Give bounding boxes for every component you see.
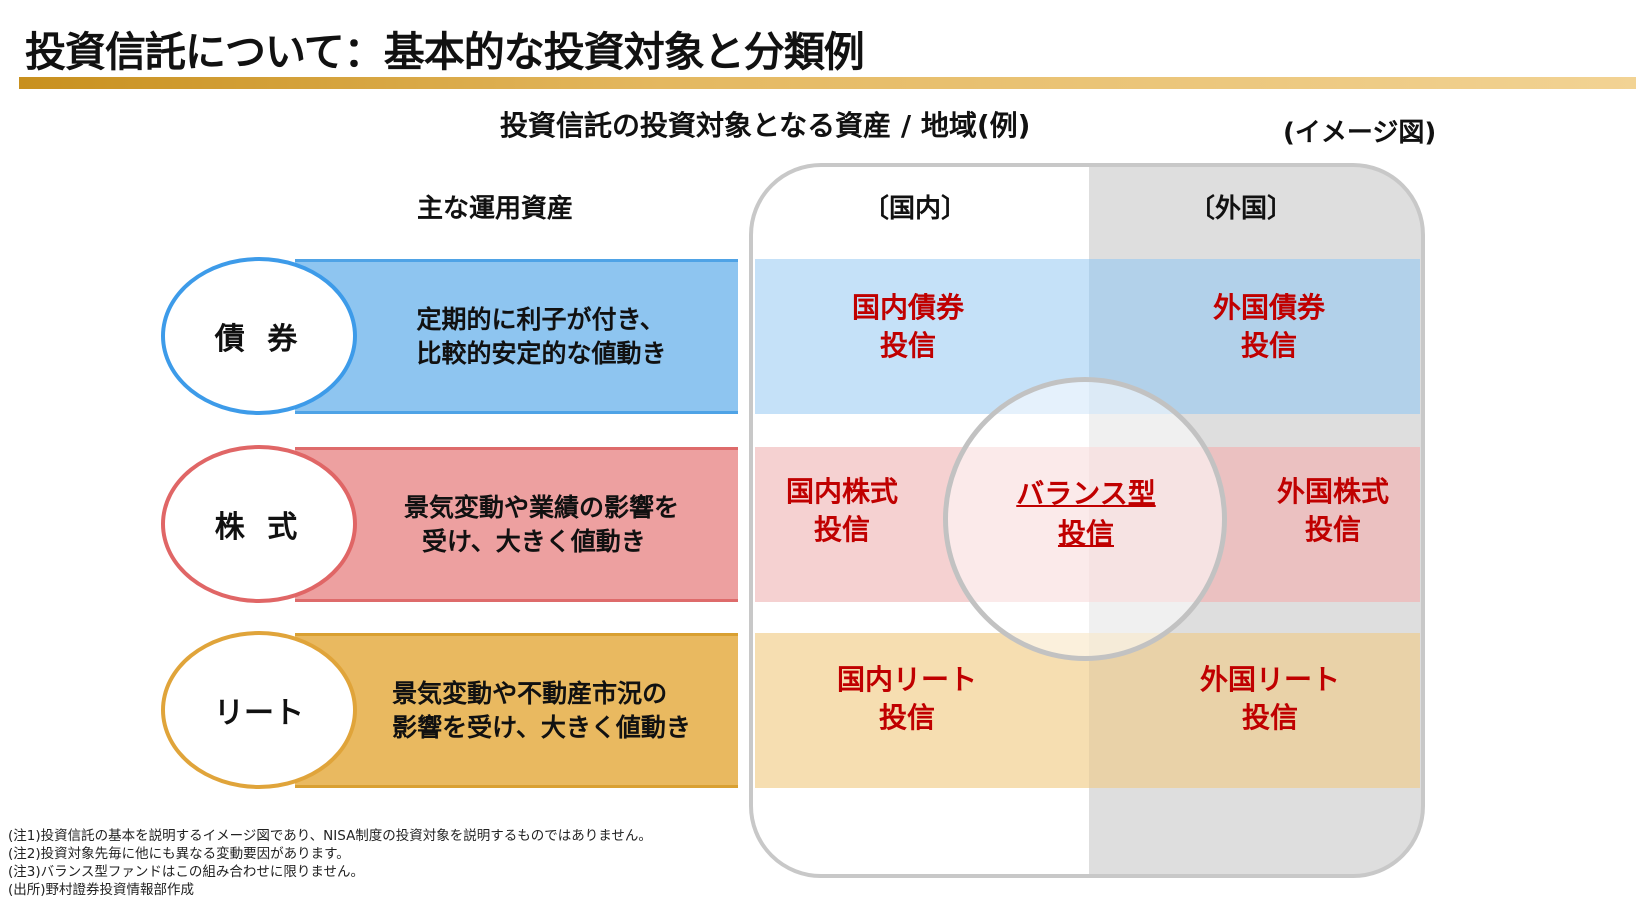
- assets-heading: 主な運用資産: [416, 194, 573, 224]
- title-underline: [19, 77, 1636, 89]
- reit-band: [755, 633, 1420, 788]
- label: 外国債券: [1212, 291, 1325, 324]
- image-label: (イメージ図): [1283, 118, 1437, 148]
- reit-label: リート: [161, 631, 357, 789]
- label: バランス型: [1016, 477, 1156, 510]
- label: 国内株式: [785, 475, 898, 508]
- foreign-bond-fund: 外国債券投信: [1159, 289, 1379, 365]
- foreign-stock-fund: 外国株式投信: [1223, 473, 1443, 549]
- reit-desc-line1: 景気変動や不動産市況の: [392, 678, 668, 708]
- bond-band: [755, 259, 1420, 414]
- label: 投信: [878, 701, 935, 734]
- bond-label: 債 券: [161, 257, 357, 415]
- foreign-reit-fund: 外国リート投信: [1160, 661, 1380, 737]
- diagram-subtitle: 投資信託の投資対象となる資産 / 地域(例): [500, 109, 1031, 142]
- note-3: (注3)バランス型ファンドはこの組み合わせに限りません。: [8, 864, 364, 880]
- label: 投信: [1241, 701, 1298, 734]
- footnotes: (注1)投資信託の基本を説明するイメージ図であり、NISA制度の投資対象を説明す…: [8, 827, 652, 899]
- reit-description-bar: 景気変動や不動産市況の影響を受け、大きく値動き: [295, 633, 738, 788]
- stock-description-bar: 景気変動や業績の影響を受け、大きく値動き: [295, 447, 738, 602]
- balance-fund-circle: [943, 377, 1227, 661]
- balance-fund-label: バランス型投信: [986, 474, 1186, 554]
- label: 投信: [879, 329, 936, 362]
- label: 外国株式: [1276, 475, 1389, 508]
- page-title: 投資信託について：基本的な投資対象と分類例: [25, 28, 865, 76]
- domestic-stock-fund: 国内株式投信: [732, 473, 952, 549]
- label: 国内リート: [836, 663, 977, 696]
- note-2: (注2)投資対象先毎に他にも異なる変動要因があります。: [8, 846, 350, 862]
- bond-description-bar: 定期的に利子が付き、比較的安定的な値動き: [295, 259, 738, 414]
- stock-label: 株 式: [161, 445, 357, 603]
- source-note: (出所)野村證券投資情報部作成: [8, 882, 195, 898]
- domestic-bond-fund: 国内債券投信: [798, 289, 1018, 365]
- label: 投信: [813, 513, 870, 546]
- column-foreign: 〔外国〕: [1188, 194, 1293, 224]
- label: 投信: [1057, 517, 1114, 550]
- column-domestic: 〔国内〕: [862, 194, 967, 224]
- label: 投信: [1240, 329, 1297, 362]
- stock-desc-line1: 景気変動や業績の影響を: [403, 492, 679, 522]
- note-1: (注1)投資信託の基本を説明するイメージ図であり、NISA制度の投資対象を説明す…: [8, 828, 652, 844]
- reit-desc-line2: 影響を受け、大きく値動き: [392, 712, 691, 742]
- domestic-reit-fund: 国内リート投信: [797, 661, 1017, 737]
- bond-desc-line2: 比較的安定的な値動き: [416, 338, 667, 368]
- label: 投信: [1304, 513, 1361, 546]
- bond-desc-line1: 定期的に利子が付き、: [416, 304, 665, 334]
- label: 外国リート: [1199, 663, 1340, 696]
- stock-desc-line2: 受け、大きく値動き: [421, 526, 646, 556]
- label: 国内債券: [851, 291, 964, 324]
